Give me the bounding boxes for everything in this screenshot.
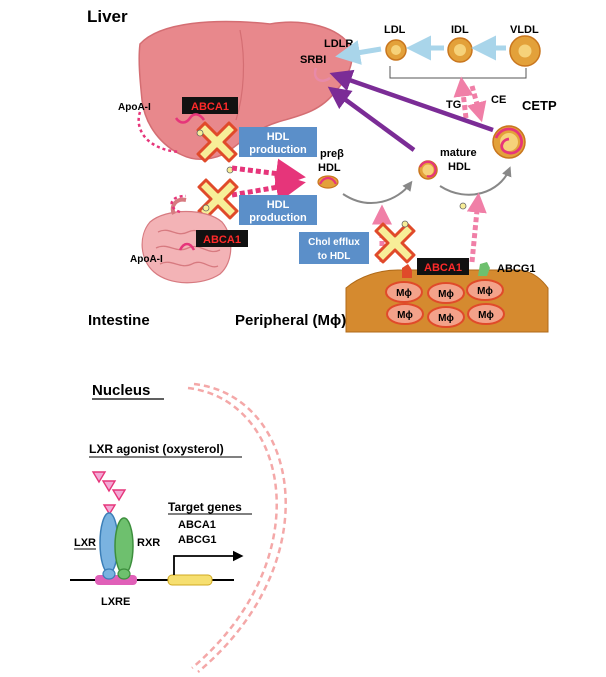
idl-particle [447, 37, 473, 63]
srbi-receptor [313, 67, 331, 82]
lxre-element [95, 575, 137, 585]
hdl-production-intestine-box [239, 195, 317, 225]
macrophage-cell: Mϕ [467, 303, 505, 325]
abcg1-transporter-shape [478, 262, 490, 276]
macrophage-cell-label: Mϕ [438, 289, 454, 300]
lxre-label: LXRE [101, 596, 130, 608]
idl-label: IDL [451, 24, 469, 36]
ldl-particle [385, 39, 407, 61]
macrophage-cell-label: Mϕ [438, 313, 454, 324]
hdl-production-liver-line2: production [249, 144, 307, 156]
vldl-particle [509, 35, 541, 67]
srbi-label: SRBI [300, 54, 326, 66]
apoa-liver-label: ApoA-I [118, 102, 151, 113]
lxr-label: LXR [74, 537, 96, 549]
chol-efflux-box [299, 232, 369, 264]
apoa-liver-squiggle [174, 113, 206, 124]
macrophage-cell-label: Mϕ [477, 286, 493, 297]
prebeta-hdl-label: HDL [318, 162, 341, 174]
hdl-production-liver-line1: HDL [267, 131, 290, 143]
target-genes-title: Target genes [168, 500, 242, 514]
lxr-dbd [102, 568, 116, 580]
macrophage-cell: Mϕ [385, 281, 423, 303]
abca1-macrophage-box [417, 258, 469, 275]
intestine-label: Intestine [88, 312, 150, 329]
apoa-intestine-arrow [170, 194, 187, 214]
cetp-lipoprotein [492, 125, 526, 159]
rxr-label: RXR [137, 537, 160, 549]
abca1-liver-box [182, 97, 238, 114]
cetp-label: CETP [522, 98, 557, 113]
mature-to-large-arrow [439, 166, 512, 196]
target-gene-abca1: ABCA1 [178, 519, 216, 531]
mature-hdl-label: HDL [448, 161, 471, 173]
intestine-x-mark [197, 178, 239, 220]
abcg1-efflux-arrow [466, 192, 487, 263]
nucleus-label: Nucleus [92, 382, 150, 399]
chol-efflux-line2: to HDL [318, 251, 351, 262]
lipid-dot [401, 220, 409, 228]
lipid-dot [459, 202, 467, 210]
macrophage-cell-label: Mϕ [396, 288, 412, 299]
mature-hdl-to-srbi-arrow [327, 86, 416, 152]
intestine-organ [141, 197, 232, 284]
liver-label: Liver [87, 7, 128, 26]
ce-label: CE [491, 94, 506, 106]
oxysterol-icon [101, 480, 117, 493]
prebeta-hdl-particle [317, 175, 339, 189]
ce-arrow [467, 85, 487, 123]
ldlr-label: LDLR [324, 38, 353, 50]
tg-arrow [453, 76, 474, 119]
apoa-intestine-squiggle [178, 242, 196, 251]
abca1-macrophage-label: ABCA1 [424, 262, 462, 274]
oxysterol-icon [102, 504, 117, 516]
vldl-label: VLDL [510, 24, 539, 36]
lipoprotein-bracket [389, 66, 527, 79]
lipid-dot [202, 204, 210, 212]
rxr-dbd [117, 568, 131, 580]
macrophage-cell-label: Mϕ [478, 310, 494, 321]
hdl-production-intestine-line1: HDL [267, 199, 290, 211]
lxr-agonist-label: LXR agonist (oxysterol) [89, 442, 224, 456]
liver-lobe-line [235, 29, 245, 121]
nucleus-membrane-inner [193, 382, 287, 673]
macrophage-cell-label: Mϕ [397, 310, 413, 321]
ldl-to-ldlr-arrow [335, 40, 382, 65]
abca1-intestine-label: ABCA1 [203, 234, 241, 246]
rxr-protein [114, 517, 134, 575]
tg-label: TG [446, 99, 461, 111]
abca1-intestine-box [196, 230, 248, 247]
prebeta-to-mature-arrow [342, 180, 413, 204]
hdl-production-liver-box [239, 127, 317, 157]
macrophage-cell: Mϕ [427, 306, 465, 328]
chol-efflux-line1: Chol efflux [308, 237, 360, 248]
transcription-arrow [173, 550, 244, 575]
abcg1-label: ABCG1 [497, 263, 536, 275]
peripheral-label: Peripheral (Mϕ) [235, 312, 346, 329]
abca1-liver-label: ABCA1 [191, 101, 229, 113]
target-gene-abcg1: ABCG1 [178, 534, 217, 546]
apoa-intestine-label: ApoA-I [130, 254, 163, 265]
mature-hdl-particle [417, 159, 439, 181]
prebeta-label: preβ [320, 148, 344, 160]
target-gene-element [167, 574, 213, 586]
macrophage-cell: Mϕ [466, 279, 504, 301]
lipid-dot [196, 129, 204, 137]
oxysterol-triangles [91, 471, 127, 516]
oxysterol-icon [91, 471, 107, 484]
abca1-transporter-shape [402, 264, 412, 278]
intestine-to-prebeta-arrow [231, 172, 306, 203]
macrophage-cell: Mϕ [427, 282, 465, 304]
hdl-production-intestine-line2: production [249, 212, 307, 224]
ldl-label: LDL [384, 24, 406, 36]
cetp-to-srbi-arrow [329, 69, 494, 133]
liver-to-prebeta-arrow [231, 158, 306, 189]
liver-organ [138, 20, 353, 160]
oxysterol-icon [111, 489, 127, 502]
mature-label: mature [440, 147, 477, 159]
macrophage-cell: Mϕ [386, 303, 424, 325]
